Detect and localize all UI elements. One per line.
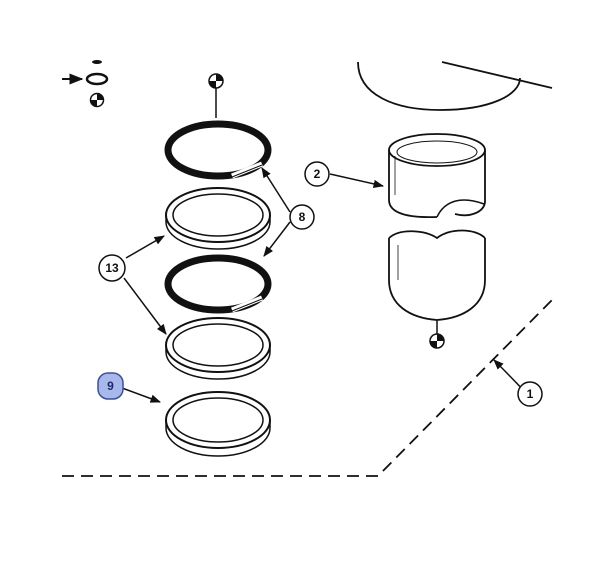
backup-ring-upper [165,187,271,250]
leader-lines [121,167,527,403]
o-ring-upper [164,120,272,180]
callout-9[interactable]: 9 [97,372,124,400]
callout-13[interactable]: 13 [98,254,126,282]
dashed-outline [62,299,553,477]
callout-1[interactable]: 1 [517,381,543,407]
filter-element-lower [388,229,486,334]
callout-9-label: 9 [107,379,114,393]
backup-ring-lower [165,317,271,380]
seal-ring [165,391,271,457]
callout-1-label: 1 [527,387,534,401]
legend-symbols [62,60,109,108]
housing [357,61,553,111]
filter-element-upper [388,133,486,219]
callout-2[interactable]: 2 [304,161,330,187]
callout-2-label: 2 [314,167,321,181]
lubricate-icon-top [208,73,224,118]
callout-13-label: 13 [105,261,119,275]
lubricate-icon-bottom [429,333,445,349]
lubricate-icon [89,92,105,108]
callout-8-label: 8 [299,210,306,224]
callout-8[interactable]: 8 [289,204,315,230]
o-ring-lower [164,254,272,314]
